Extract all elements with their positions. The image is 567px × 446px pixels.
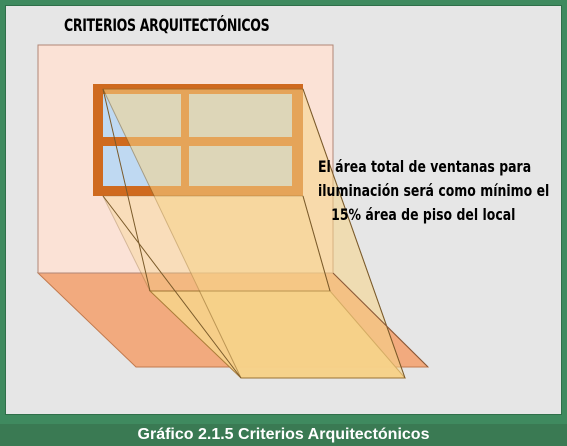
- beam-edge: [302, 88, 406, 379]
- beam-edge: [302, 195, 331, 292]
- note-line: 15% área de piso del local: [331, 205, 516, 224]
- diagram-title: CRITERIOS ARQUITECTÓNICOS: [64, 16, 270, 36]
- beam-edge: [102, 195, 242, 379]
- beam-edge: [102, 88, 151, 292]
- note-line: El área total de ventanas para: [318, 157, 532, 176]
- floor-corner: [332, 272, 429, 368]
- lighting-rule-note: El área total de ventanas para iluminaci…: [318, 155, 550, 227]
- figure-caption: Gráfico 2.1.5 Criterios Arquitectónicos: [0, 424, 567, 446]
- note-line: iluminación será como mínimo el: [318, 181, 550, 200]
